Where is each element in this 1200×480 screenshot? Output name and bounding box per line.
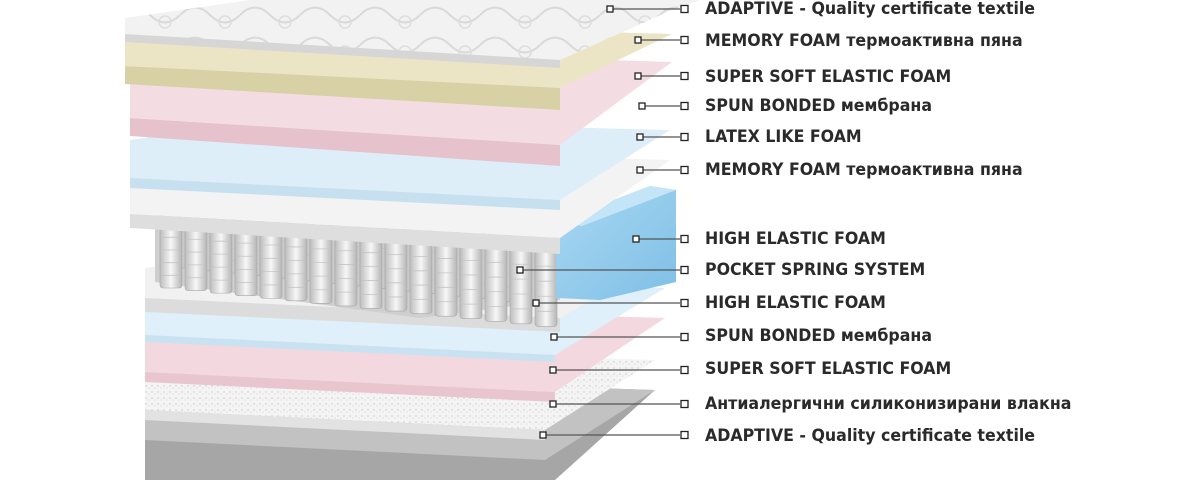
leader-end-square <box>680 165 689 175</box>
leader-end-square <box>680 35 689 45</box>
leader-anchor-square <box>634 36 642 44</box>
leader-end-square <box>680 71 689 81</box>
leader-end-square <box>680 4 689 14</box>
leader-end-square <box>680 430 689 440</box>
leader-anchor-square <box>550 333 558 341</box>
leader-end-square <box>680 399 689 409</box>
label-super-soft-top: SUPER SOFT ELASTIC FOAM <box>705 67 952 87</box>
layer-quilted-textile-top <box>125 0 700 68</box>
label-bottom-textile: ADAPTIVE - Quality certificate textile <box>705 426 1036 446</box>
leader-anchor-square <box>634 72 642 80</box>
label-top-textile: ADAPTIVE - Quality certificate textile <box>705 0 1036 19</box>
leader-end-square <box>680 365 689 375</box>
label-memory-foam-top: MEMORY FOAM термоактивна пяна <box>705 31 1023 51</box>
leader-end-square <box>680 234 689 244</box>
leader-anchor-square <box>638 102 646 110</box>
leader-end-square <box>680 332 689 342</box>
leader-anchor-square <box>532 299 540 307</box>
leader-anchor-square <box>549 400 557 408</box>
label-latex-like-foam: LATEX LIKE FOAM <box>705 127 862 147</box>
leader-anchor-square <box>632 235 640 243</box>
leader-anchor-square <box>549 366 557 374</box>
label-high-elastic-side: HIGH ELASTIC FOAM <box>705 229 886 249</box>
label-super-soft-bottom: SUPER SOFT ELASTIC FOAM <box>705 359 952 379</box>
leader-anchor-square <box>636 133 644 141</box>
leader-lines <box>516 4 689 440</box>
leader-end-square <box>680 298 689 308</box>
leader-anchor-square <box>636 166 644 174</box>
label-memory-foam-2: MEMORY FOAM термоактивна пяна <box>705 160 1023 180</box>
leader-anchor-square <box>606 5 614 13</box>
leader-end-square <box>680 265 689 275</box>
label-spun-bonded-top: SPUN BONDED мембрана <box>705 96 933 116</box>
leader-anchor-square <box>539 431 547 439</box>
label-pocket-spring: POCKET SPRING SYSTEM <box>705 260 926 280</box>
label-spun-bonded-bottom: SPUN BONDED мембрана <box>705 326 933 346</box>
leader-end-square <box>680 132 689 142</box>
label-high-elastic-bottom: HIGH ELASTIC FOAM <box>705 293 886 313</box>
leader-end-square <box>680 101 689 111</box>
leader-anchor-square <box>516 266 524 274</box>
label-silicone-fibers: Антиалергични силиконизирани влакна <box>705 394 1072 414</box>
